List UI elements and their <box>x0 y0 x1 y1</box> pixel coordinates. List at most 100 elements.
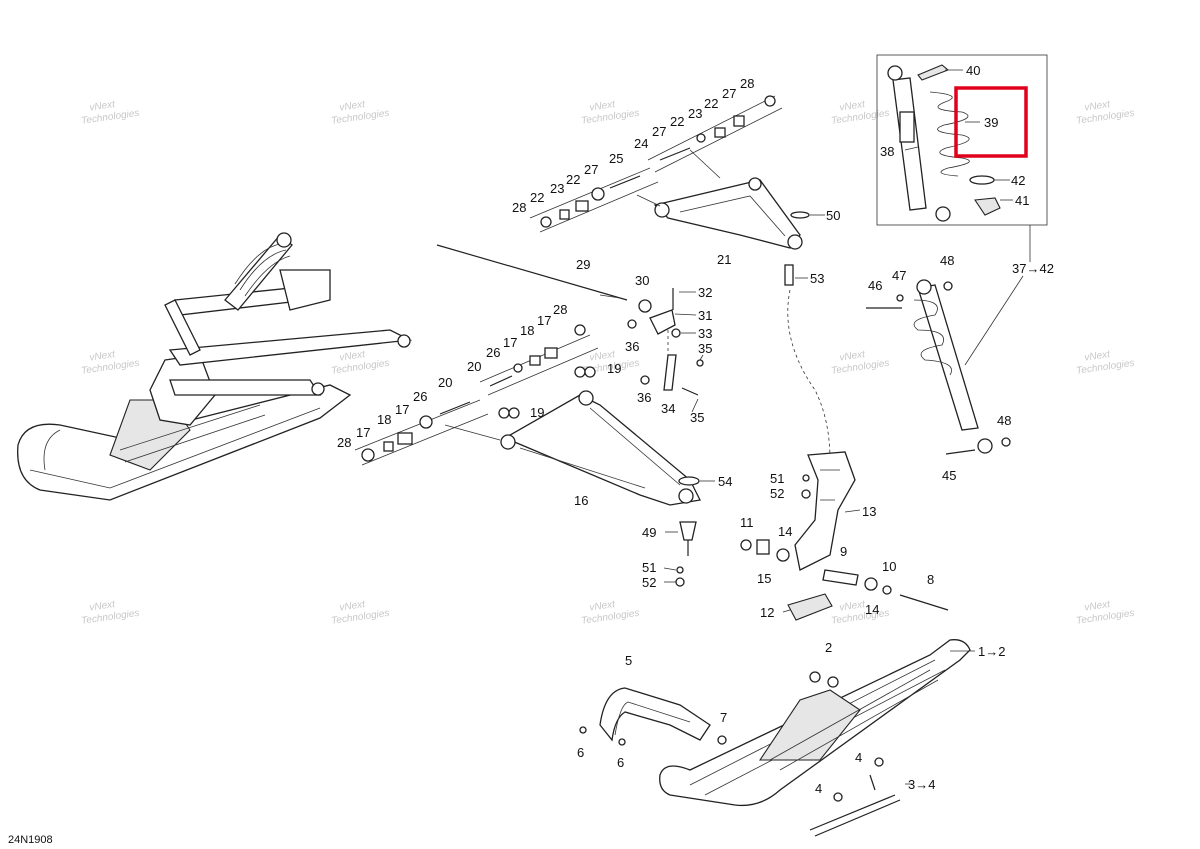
callout-42[interactable]: 42 <box>1011 173 1025 188</box>
svg-text:vNext: vNext <box>589 599 617 614</box>
callout-21[interactable]: 21 <box>717 252 731 267</box>
callout-6[interactable]: 6 <box>617 755 624 770</box>
callout-8[interactable]: 8 <box>927 572 934 587</box>
callout-17[interactable]: 17 <box>537 313 551 328</box>
svg-text:vNext: vNext <box>89 349 117 364</box>
callout-14[interactable]: 14 <box>865 602 879 617</box>
callout-35[interactable]: 35 <box>698 341 712 356</box>
callout-18[interactable]: 18 <box>377 412 391 427</box>
callout-4[interactable]: 4 <box>815 781 822 796</box>
callout-52[interactable]: 52 <box>770 486 784 501</box>
upper-a-arm-assembly <box>529 95 831 461</box>
callout-26[interactable]: 26 <box>413 389 427 404</box>
callout-50[interactable]: 50 <box>826 208 840 223</box>
drawing-code: 24N1908 <box>8 834 53 846</box>
callout-14[interactable]: 14 <box>778 524 792 539</box>
callout-39[interactable]: 39 <box>984 115 998 130</box>
callout-36[interactable]: 36 <box>637 390 651 405</box>
svg-text:vNext: vNext <box>1084 599 1112 614</box>
callout-27[interactable]: 27 <box>722 86 736 101</box>
callout-36[interactable]: 36 <box>625 339 639 354</box>
callout-32[interactable]: 32 <box>698 285 712 300</box>
callout-20[interactable]: 20 <box>438 375 452 390</box>
callout-31[interactable]: 31 <box>698 308 712 323</box>
callout-23[interactable]: 23 <box>550 181 564 196</box>
svg-text:vNext: vNext <box>1084 349 1112 364</box>
callout-27[interactable]: 27 <box>652 124 666 139</box>
shock-exploded-inset <box>876 54 1048 226</box>
callout-46[interactable]: 46 <box>868 278 882 293</box>
callout-30[interactable]: 30 <box>635 273 649 288</box>
callout-10[interactable]: 10 <box>882 559 896 574</box>
callout-38[interactable]: 38 <box>880 144 894 159</box>
callout-17[interactable]: 17 <box>356 425 370 440</box>
assembled-suspension-view <box>17 232 413 501</box>
callout-22[interactable]: 22 <box>704 96 718 111</box>
svg-text:vNext: vNext <box>339 349 367 364</box>
highlight-box-39 <box>954 86 1028 158</box>
callout-28[interactable]: 28 <box>512 200 526 215</box>
callout-53[interactable]: 53 <box>810 271 824 286</box>
lower-a-arm-assembly <box>354 324 701 587</box>
svg-text:vNext: vNext <box>339 99 367 114</box>
svg-text:vNext: vNext <box>89 99 117 114</box>
callout-3-4[interactable]: 3→4 <box>908 777 935 792</box>
callout-19[interactable]: 19 <box>530 405 544 420</box>
svg-text:vNext: vNext <box>89 599 117 614</box>
callout-48[interactable]: 48 <box>940 253 954 268</box>
callout-23[interactable]: 23 <box>688 106 702 121</box>
callout-1-2[interactable]: 1→2 <box>978 644 1005 659</box>
callout-24[interactable]: 24 <box>634 136 648 151</box>
callout-6[interactable]: 6 <box>577 745 584 760</box>
callout-40[interactable]: 40 <box>966 63 980 78</box>
callout-4[interactable]: 4 <box>855 750 862 765</box>
callout-54[interactable]: 54 <box>718 474 732 489</box>
callout-22[interactable]: 22 <box>670 114 684 129</box>
callout-20[interactable]: 20 <box>467 359 481 374</box>
callout-26[interactable]: 26 <box>486 345 500 360</box>
callout-7[interactable]: 7 <box>720 710 727 725</box>
shock-assembly <box>866 279 1011 455</box>
callout-28[interactable]: 28 <box>337 435 351 450</box>
callout-33[interactable]: 33 <box>698 326 712 341</box>
svg-text:vNext: vNext <box>839 99 867 114</box>
callout-18[interactable]: 18 <box>520 323 534 338</box>
callout-28[interactable]: 28 <box>740 76 754 91</box>
callout-9[interactable]: 9 <box>840 544 847 559</box>
callout-51[interactable]: 51 <box>770 471 784 486</box>
callout-37-42[interactable]: 37→42 <box>1012 261 1054 276</box>
callout-28[interactable]: 28 <box>553 302 567 317</box>
callout-48[interactable]: 48 <box>997 413 1011 428</box>
callout-11[interactable]: 11 <box>740 515 754 530</box>
callout-16[interactable]: 16 <box>574 493 588 508</box>
callout-27[interactable]: 27 <box>584 162 598 177</box>
callout-22[interactable]: 22 <box>566 172 580 187</box>
callout-25[interactable]: 25 <box>609 151 623 166</box>
callout-52[interactable]: 52 <box>642 575 656 590</box>
callout-51[interactable]: 51 <box>642 560 656 575</box>
svg-text:vNext: vNext <box>589 349 617 364</box>
callout-49[interactable]: 49 <box>642 525 656 540</box>
callout-45[interactable]: 45 <box>942 468 956 483</box>
callout-15[interactable]: 15 <box>757 571 771 586</box>
callout-13[interactable]: 13 <box>862 504 876 519</box>
callout-2[interactable]: 2 <box>825 640 832 655</box>
svg-text:vNext: vNext <box>839 599 867 614</box>
ski-assembly <box>579 639 971 837</box>
callout-35[interactable]: 35 <box>690 410 704 425</box>
callout-29[interactable]: 29 <box>576 257 590 272</box>
callout-47[interactable]: 47 <box>892 268 906 283</box>
svg-text:vNext: vNext <box>339 599 367 614</box>
leader-lines <box>599 69 1031 785</box>
callout-5[interactable]: 5 <box>625 653 632 668</box>
callout-19[interactable]: 19 <box>607 361 621 376</box>
callout-22[interactable]: 22 <box>530 190 544 205</box>
callout-17[interactable]: 17 <box>395 402 409 417</box>
callout-34[interactable]: 34 <box>661 401 675 416</box>
callout-41[interactable]: 41 <box>1015 193 1029 208</box>
spindle-assembly <box>740 451 949 621</box>
callout-12[interactable]: 12 <box>760 605 774 620</box>
callout-17[interactable]: 17 <box>503 335 517 350</box>
